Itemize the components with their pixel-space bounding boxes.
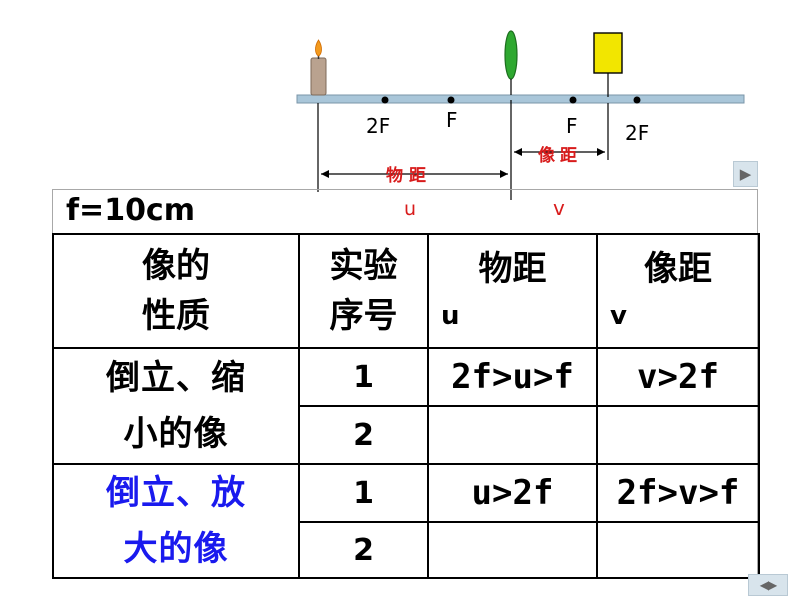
table-row: 倒立、放 大的像 1 u>2f 2f>v>f	[52, 463, 760, 579]
trial-number: 2	[298, 405, 429, 465]
trial-number: 1	[298, 347, 429, 407]
header-u-symbol: u	[441, 301, 460, 331]
table-row: 倒立、缩 小的像 1 2f>u>f v>2f	[52, 347, 760, 465]
header-nature: 像的 性质	[52, 233, 300, 349]
focal-length-label: f=10cm	[66, 193, 195, 228]
focal-point-2f-right	[633, 96, 641, 104]
nature-enlarged-line1: 倒立、放	[106, 473, 246, 513]
empty-cell	[427, 405, 598, 465]
optical-axis	[296, 94, 745, 104]
image-condition: v>2f	[596, 347, 760, 407]
convex-lens	[504, 30, 518, 80]
header-image-distance-text: 像距	[644, 249, 712, 289]
header-trial-line1: 实验	[329, 246, 398, 286]
nature-reduced-line1: 倒立、缩	[106, 358, 246, 398]
empty-cell	[596, 405, 760, 465]
table-row: 2	[53, 405, 760, 465]
table-row: 2	[53, 521, 760, 579]
object-distance-label: 物距	[386, 165, 432, 186]
focal-point-2f-left	[381, 96, 389, 104]
header-nature-line2: 性质	[142, 296, 210, 336]
header-object-distance: 物距 u	[427, 233, 598, 349]
lens-diagram: 2F F F 2F 物距 像距 u v	[296, 30, 745, 220]
header-image-distance: 像距 v	[596, 233, 760, 349]
nature-reduced: 倒立、缩 小的像	[52, 347, 300, 465]
empty-cell	[596, 521, 760, 579]
header-v-symbol: v	[610, 301, 627, 331]
trial-number: 2	[298, 521, 429, 579]
header-nature-line1: 像的	[142, 246, 210, 286]
header-object-distance-text: 物距	[478, 249, 547, 289]
image-block	[593, 32, 623, 160]
label-f-right: F	[566, 114, 578, 138]
v-symbol: v	[553, 196, 565, 220]
image-condition: 2f>v>f	[596, 463, 760, 523]
nature-reduced-line2: 小的像	[123, 414, 229, 454]
candle-object	[310, 39, 327, 96]
lens-image-table: 像的 性质 实验 序号 物距 u 像距 v 倒立、缩 小的像 1 2f>u>f …	[52, 233, 760, 579]
header-trial: 实验 序号	[298, 233, 429, 349]
u-symbol: u	[404, 198, 416, 220]
next-slide-button[interactable]: ▶	[733, 161, 758, 187]
header-trial-line2: 序号	[329, 296, 398, 336]
object-condition: 2f>u>f	[427, 347, 598, 407]
label-2f-right: 2F	[625, 121, 649, 145]
trial-number: 1	[298, 463, 429, 523]
nature-enlarged-line2: 大的像	[123, 529, 229, 569]
empty-cell	[427, 521, 598, 579]
label-f-left: F	[446, 108, 458, 132]
label-2f-left: 2F	[366, 114, 390, 138]
prev-next-buttons[interactable]: ◀▶	[748, 574, 788, 596]
focal-point-f-right	[569, 96, 577, 104]
image-distance-label: 像距	[538, 146, 582, 166]
object-condition: u>2f	[427, 463, 598, 523]
focal-point-f-left	[447, 96, 455, 104]
table-header-row: 像的 性质 实验 序号 物距 u 像距 v	[52, 233, 760, 349]
nature-enlarged: 倒立、放 大的像	[52, 463, 300, 579]
